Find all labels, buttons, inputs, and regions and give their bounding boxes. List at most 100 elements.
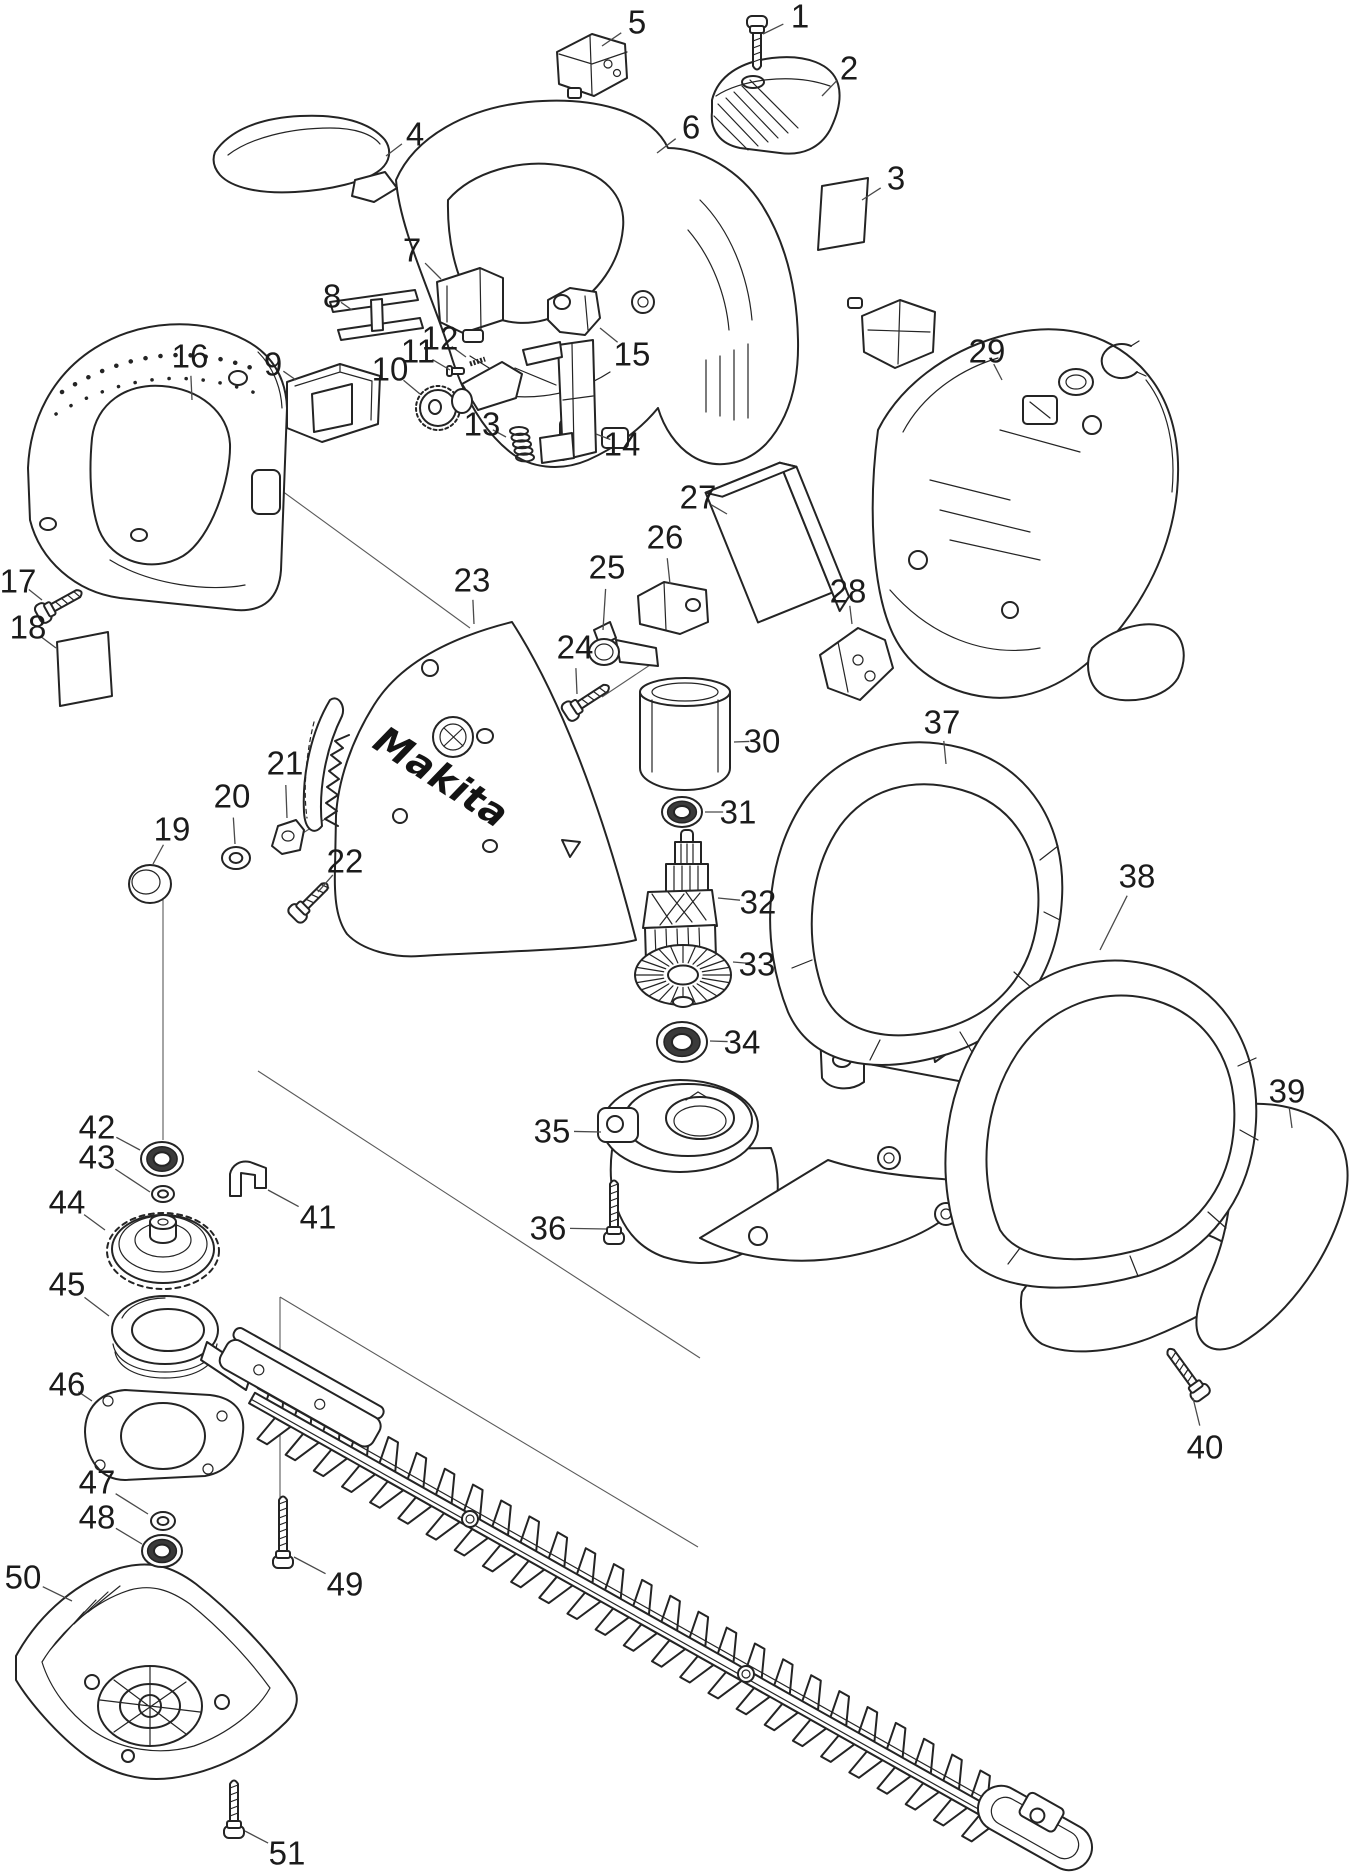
part-label-48: 48	[79, 1499, 116, 1536]
washer-drawing	[150, 1511, 176, 1531]
part-46-retainer-plate	[84, 1389, 245, 1481]
assembly-line	[279, 1296, 699, 1548]
part-label-12: 12	[422, 320, 459, 357]
leader-line-42	[116, 1136, 141, 1151]
part-label-41: 41	[300, 1199, 337, 1236]
part-label-42: 42	[79, 1109, 116, 1146]
part-14-lever	[522, 339, 597, 464]
part-28-switch-block	[819, 627, 894, 701]
part-label-38: 38	[1119, 858, 1156, 895]
blade-assembly	[218, 1327, 1093, 1872]
leader-line-27	[710, 504, 728, 515]
part-30-field-sleeve	[639, 677, 731, 791]
leader-line-10	[403, 379, 421, 395]
part-12-spring-pin	[469, 356, 486, 367]
part-label-39: 39	[1269, 1073, 1306, 1110]
part-drawings: Makita	[15, 33, 1349, 1780]
part-label-18: 18	[10, 609, 47, 646]
bearing-drawing	[661, 796, 703, 828]
leader-line-44	[83, 1214, 106, 1231]
part-32-armature	[642, 829, 718, 963]
leader-line-18	[40, 635, 57, 649]
part-label-10: 10	[372, 351, 409, 388]
leader-line-40	[1192, 1397, 1201, 1426]
part-13-spring	[509, 426, 535, 463]
part-label-1: 1	[791, 0, 809, 35]
part-8-contact-plate	[329, 289, 424, 341]
part-label-7: 7	[403, 232, 421, 269]
part-35-gear-housing	[597, 1079, 962, 1264]
leader-line-8	[340, 301, 353, 311]
part-label-17: 17	[0, 563, 36, 600]
leader-line-36	[569, 1227, 607, 1230]
part-7-lock-button	[436, 267, 504, 343]
leader-line-29	[993, 363, 1003, 381]
leader-line-38	[1099, 895, 1128, 951]
screw-drawing	[287, 882, 330, 924]
part-label-44: 44	[49, 1184, 86, 1221]
part-37-front-handle-loop	[769, 741, 1064, 1090]
leader-line-15	[599, 327, 619, 343]
part-label-22: 22	[327, 843, 364, 880]
leader-line-26	[666, 558, 671, 585]
leader-line-37	[943, 740, 947, 765]
part-5-switch	[556, 33, 628, 99]
part-44-gear	[106, 1212, 220, 1290]
leader-line-17	[28, 589, 43, 601]
part-label-14: 14	[604, 426, 641, 463]
leader-line-22	[317, 874, 334, 893]
bearing-drawing	[656, 1021, 708, 1063]
leader-line-39	[1288, 1107, 1293, 1129]
part-label-20: 20	[214, 778, 251, 815]
leader-line-45	[84, 1296, 110, 1317]
leader-line-12	[451, 346, 467, 358]
part-label-37: 37	[924, 704, 961, 741]
assembly-line	[601, 660, 657, 698]
leader-line-7	[424, 262, 442, 280]
leader-line-48	[115, 1527, 143, 1545]
part-10-adjusting-dial	[415, 361, 523, 431]
leader-line-43	[115, 1168, 151, 1193]
part-41-retainer-clip	[229, 1160, 267, 1197]
leader-line-28	[849, 605, 853, 625]
part-label-4: 4	[406, 116, 424, 153]
leader-line-32	[717, 897, 741, 901]
part-label-40: 40	[1187, 1429, 1224, 1466]
part-label-28: 28	[830, 573, 867, 610]
part-label-6: 6	[682, 109, 700, 146]
hardware-and-blade	[33, 15, 1211, 1872]
part-2-top-cover	[710, 56, 841, 155]
part-16-rear-housing-left	[27, 323, 288, 612]
part-label-29: 29	[969, 333, 1006, 370]
grip-dots	[54, 352, 270, 416]
leader-line-4	[385, 143, 403, 157]
leader-line-14	[595, 433, 611, 441]
part-label-45: 45	[49, 1266, 86, 1303]
part-label-3: 3	[887, 160, 905, 197]
screw-drawing	[33, 589, 83, 624]
part-label-49: 49	[327, 1566, 364, 1603]
leader-line-3	[861, 187, 882, 201]
part-label-30: 30	[744, 723, 781, 760]
part-4-handle-lever	[212, 114, 398, 203]
leader-line-34	[709, 1040, 728, 1043]
screw-drawing	[1166, 1347, 1211, 1403]
part-label-5: 5	[628, 4, 646, 41]
part-26-holder-bracket	[637, 581, 709, 635]
leader-line-9	[282, 370, 297, 381]
part-29-small-hardware	[847, 297, 1147, 425]
part-label-11: 11	[401, 333, 435, 370]
part-38-outer-handle-assembly	[944, 959, 1349, 1353]
part-11-pin	[446, 365, 465, 377]
part-label-13: 13	[464, 406, 501, 443]
leader-line-35	[573, 1130, 602, 1133]
leader-line-51	[244, 1830, 269, 1844]
part-19-cap	[128, 864, 172, 904]
leader-line-41	[267, 1189, 299, 1208]
part-label-31: 31	[720, 794, 757, 831]
screw-drawing	[603, 1179, 625, 1245]
part-18-label-sticker	[56, 631, 113, 707]
part-label-33: 33	[739, 946, 776, 983]
part-label-35: 35	[534, 1113, 571, 1150]
